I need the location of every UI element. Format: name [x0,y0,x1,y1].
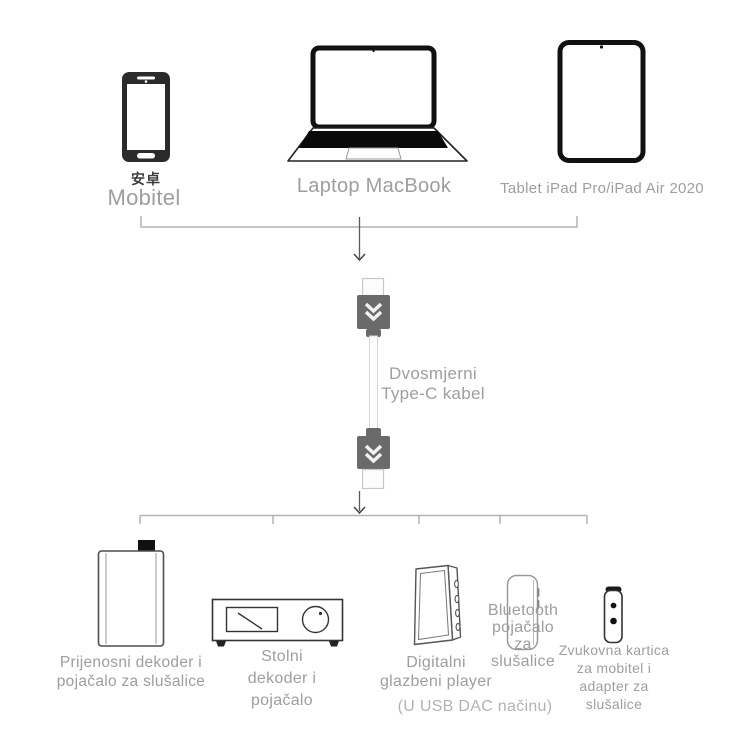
tablet-icon [557,40,646,163]
laptop-icon [287,45,468,162]
label-line: za [514,636,532,653]
phone-cn-label: 安卓 [131,171,161,187]
down-arrow-top [353,217,366,262]
laptop-label: Laptop MacBook [296,175,452,197]
label-line: pojačalo za slušalice [56,673,206,690]
bt-amp-icon [506,574,540,651]
target-bracket [139,514,588,524]
label-line: Prijenosni dekoder i [59,654,203,671]
portable-dac-label: Prijenosni dekoder i pojačalo za slušali… [57,653,205,691]
label-line: Digitalni [406,654,466,671]
label-line: slušalice [490,653,556,670]
down-arrow-bottom [353,491,366,515]
cable-label: Dvosmjerni Type-C kabel [381,364,485,404]
dap-label: Digitalni glazbeni player [380,653,492,691]
label-line: slušalice [585,696,643,712]
bt-amp-label: Bluetooth pojačalo za slušalice [488,602,558,670]
label-line: pojačalo [250,692,313,709]
label-line: Stolni [261,648,303,665]
label-line: Zvukovna kartica [558,642,670,658]
desktop-amp-label: Stolni dekoder i pojačalo [248,646,317,712]
label-line: dekoder i [247,670,317,687]
label-line: glazbeni player [379,673,493,690]
typec-cable-icon [357,277,390,490]
soundcard-label: Zvukovna kartica za mobitel i adapter za… [559,641,670,713]
phone-label: Mobitel [107,185,181,210]
phone-icon [122,72,170,162]
label-line: adapter za [579,678,649,694]
cable-label-line: Dvosmjerni [388,364,478,383]
soundcard-icon [603,586,623,644]
label-line: Bluetooth [487,602,559,619]
dap-icon [413,564,462,646]
portable-dac-icon [97,540,165,647]
label-line: pojačalo [491,619,554,636]
usb-dac-mode-note: (U USB DAC načinu) [397,698,553,715]
desktop-amp-icon [211,598,344,647]
label-line: za mobitel i [576,660,652,676]
tablet-label: Tablet iPad Pro/iPad Air 2020 [500,180,704,197]
cable-label-line: Type-C kabel [381,384,485,403]
